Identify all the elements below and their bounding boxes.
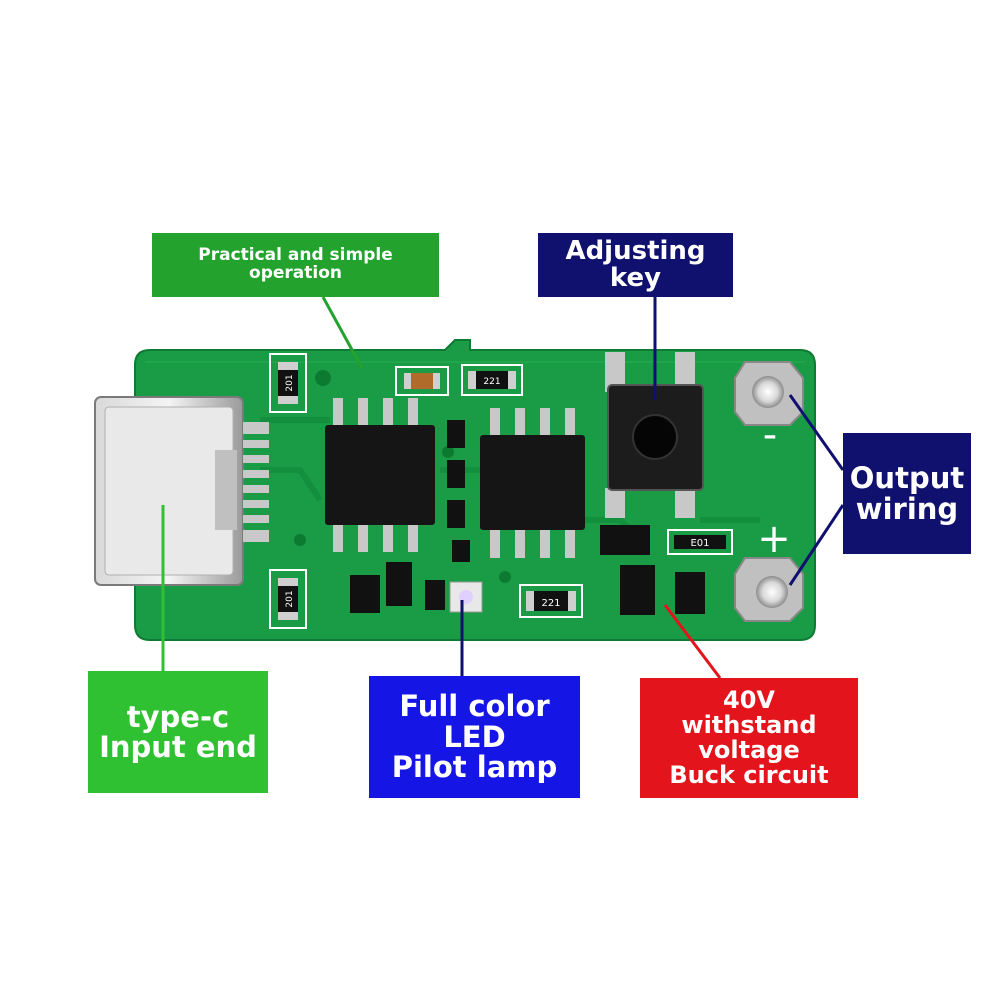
silk-r-top-center: 221 [483, 377, 500, 387]
tactile-switch [605, 352, 704, 518]
resistor-right [667, 529, 733, 555]
silk-r-top-left: 201 [285, 374, 295, 391]
label-buck-line1: 40V [723, 685, 775, 714]
usb-pins [243, 422, 269, 542]
label-typec-line1: type-c [126, 699, 230, 734]
pointer-buck [663, 604, 722, 679]
silk-r-bottom-center: 221 [541, 598, 560, 609]
label-full-color-led: Full color LED Pilot lamp [369, 676, 580, 798]
label-output-wiring: Output wiring [843, 433, 971, 554]
usb-c-connector [94, 396, 244, 586]
label-practical-text: Practical and simple operation [198, 245, 393, 283]
ic-chip-left [325, 398, 435, 552]
pointer-lines [161, 296, 845, 679]
led [449, 581, 483, 613]
resistor-bottom-center [519, 584, 583, 618]
silkscreen: - + 201 201 221 221 E01 [285, 374, 791, 609]
minus-sign: - [763, 412, 777, 458]
label-typec-line2: Input end [99, 730, 257, 764]
label-practical-operation: Practical and simple operation [152, 233, 439, 297]
label-buck-line3: Buck circuit [669, 761, 829, 790]
small-components [350, 420, 705, 615]
resistor-bottom-left [269, 569, 307, 629]
plus-sign: + [757, 516, 791, 562]
capacitor-top [395, 366, 449, 396]
label-adjusting-key: Adjusting key [538, 233, 733, 297]
pointer-practical [321, 296, 364, 369]
output-pad-positive [734, 557, 804, 622]
ic-chip-right [480, 408, 585, 558]
pointer-output-plus [788, 504, 845, 586]
silk-r-bottom-left: 201 [285, 590, 295, 607]
label-led-line1: Full color LED [399, 689, 550, 754]
label-output-line1: Output [849, 461, 965, 496]
resistor-top-center [461, 364, 523, 396]
label-output-line2: wiring [855, 491, 959, 526]
silk-r-right: E01 [690, 538, 709, 549]
label-buck-circuit: 40V withstand voltage Buck circuit [640, 678, 858, 798]
label-led-line2: Pilot lamp [391, 750, 558, 785]
output-pad-negative [734, 361, 804, 426]
pointer-output-minus [788, 394, 845, 471]
label-adjusting-text: Adjusting key [565, 235, 706, 293]
resistor-top-left [269, 353, 307, 413]
label-type-c-input: type-c Input end [88, 671, 268, 793]
label-buck-line2: withstand voltage [681, 710, 817, 764]
